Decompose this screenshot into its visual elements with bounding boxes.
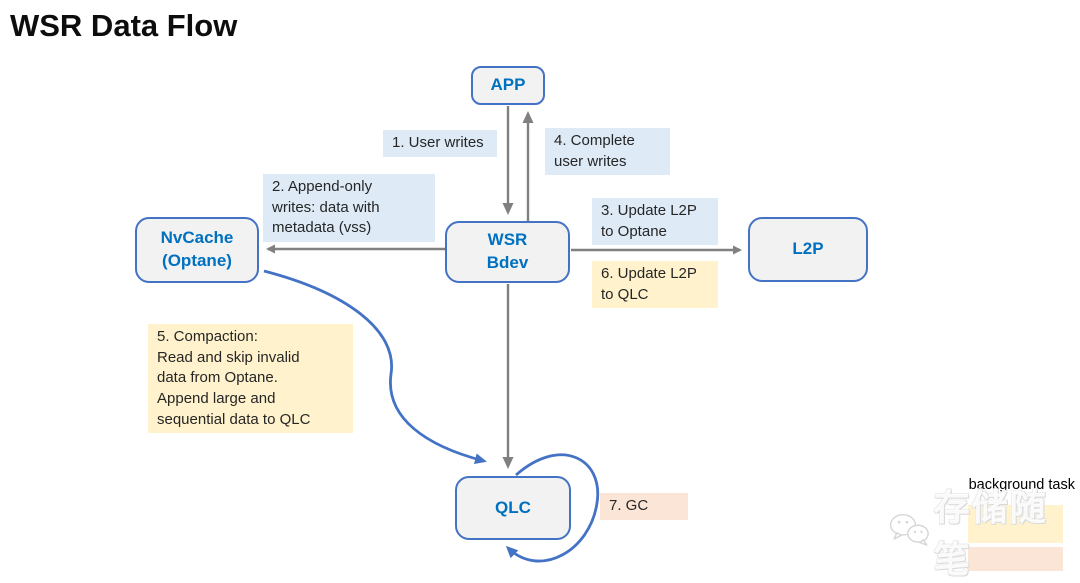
flow-label-step5-compaction: 5. Compaction: Read and skip invalid dat… <box>148 324 353 434</box>
node-qlc-label: QLC <box>495 497 531 517</box>
flow-label-step3-update-l2p-optane: 3. Update L2P to Optane <box>592 198 718 246</box>
flow-label-step6-update-l2p-qlc: 6. Update L2P to QLC <box>592 261 718 309</box>
watermark: 存储随笔 <box>888 487 1068 580</box>
node-wsr-bdev: WSR Bdev <box>445 221 570 283</box>
flow-label-step2-append-only-writes: 2. Append-only writes: data with metadat… <box>263 174 435 243</box>
node-qlc: QLC <box>455 476 571 540</box>
node-l2p: L2P <box>748 217 868 282</box>
node-nvcache-label-line1: NvCache <box>160 228 234 248</box>
node-app-label: APP <box>490 75 526 95</box>
node-wsr-label-line2: Bdev <box>486 253 529 272</box>
node-nvcache-optane: NvCache (Optane) <box>135 217 259 283</box>
node-l2p-label: L2P <box>792 239 824 259</box>
node-app: APP <box>471 66 545 105</box>
flow-label-step1-user-writes: 1. User writes <box>383 130 497 157</box>
legend-background-task-label: background task <box>968 477 1075 493</box>
node-wsr-label-line1: WSR <box>487 230 528 250</box>
legend-swatch-peach <box>968 547 1063 571</box>
flow-label-step4-complete-user-writes: 4. Complete user writes <box>545 128 670 176</box>
flow-label-step7-gc: 7. GC <box>600 493 688 520</box>
node-nvcache-label-line2: (Optane) <box>162 251 232 270</box>
wechat-icon <box>889 513 929 546</box>
page-title: WSR Data Flow <box>10 8 238 43</box>
legend-swatch-yellow <box>968 505 1063 543</box>
watermark-text: 存储随笔 <box>933 486 1048 580</box>
